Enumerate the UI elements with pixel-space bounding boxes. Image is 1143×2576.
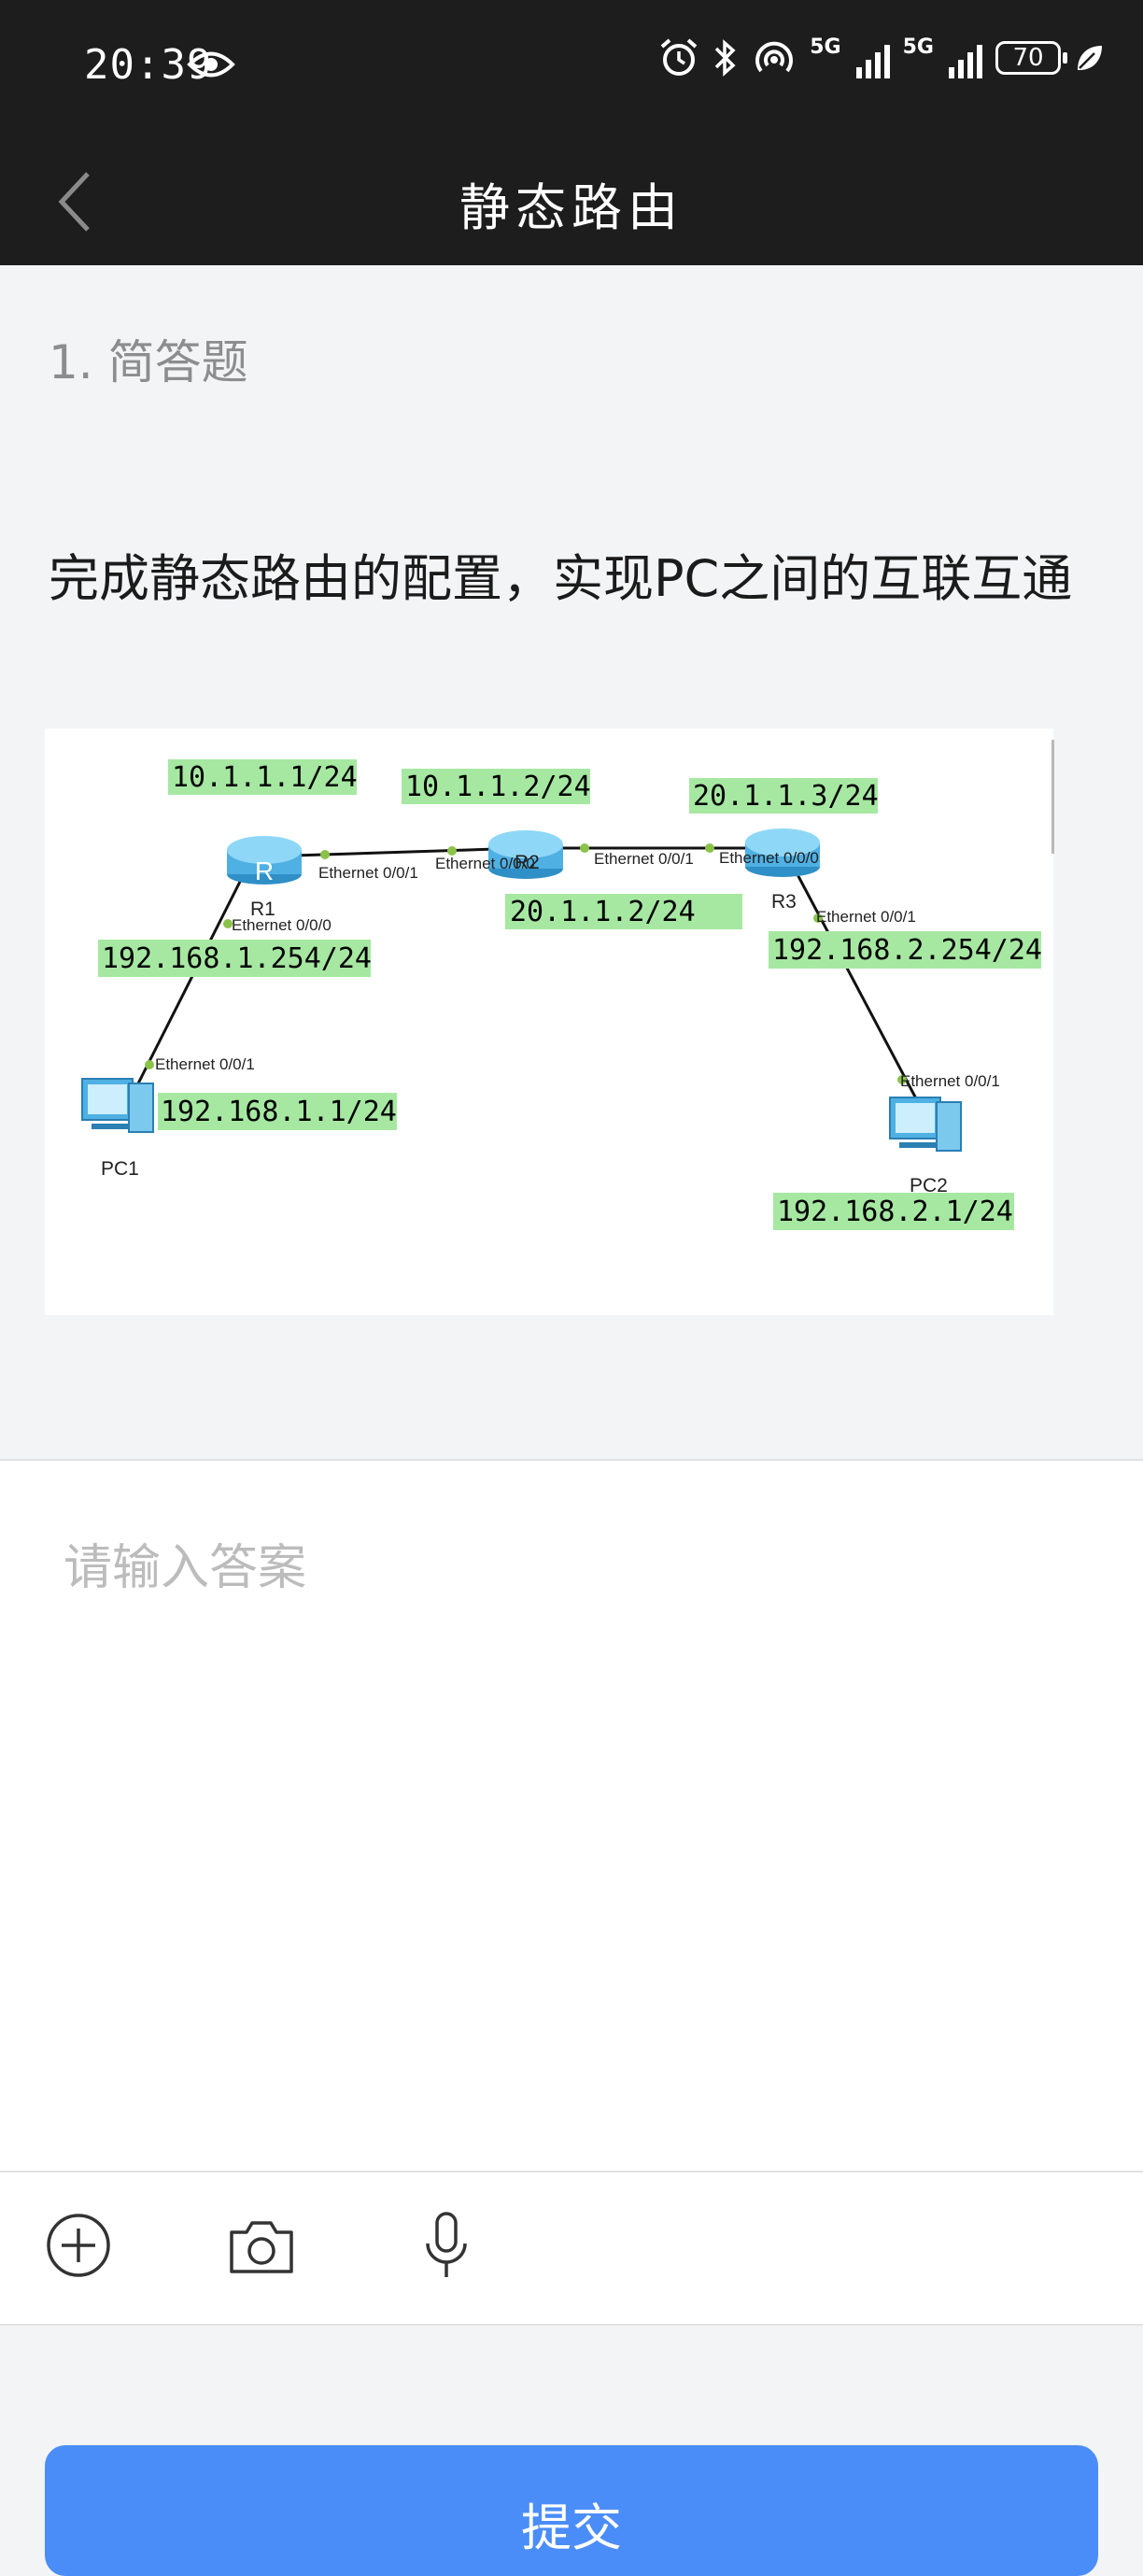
camera-icon: [230, 2221, 293, 2273]
port-dot: [223, 919, 233, 928]
router-glyph: R: [255, 856, 274, 885]
pc-stand: [92, 1124, 129, 1129]
eye-icon: [187, 51, 235, 78]
voice-input-button[interactable]: [407, 2206, 486, 2285]
link-r3-pc2: [790, 863, 920, 1103]
plus-circle-icon: [47, 2214, 110, 2277]
if-r1-e001: Ethernet 0/0/1: [318, 864, 418, 882]
router-r1: R: [227, 836, 302, 885]
interface-dots: [145, 843, 907, 1084]
ip-r2-e000: 10.1.1.2/24: [405, 771, 591, 803]
answer-toolbar: [0, 2171, 1143, 2326]
signal-1-icon: [855, 37, 890, 78]
ip-label-bg: [168, 759, 357, 795]
ip-r1-e000: 192.168.1.254/24: [102, 942, 372, 975]
ip-r1-e001: 10.1.1.1/24: [172, 761, 358, 794]
device-r1: R1: [250, 899, 275, 920]
microphone-icon: [426, 2212, 467, 2277]
pc2-icon: [889, 1097, 962, 1152]
figure-scrollbar[interactable]: [1051, 740, 1054, 854]
ip-label-bg: [98, 940, 371, 977]
ip-pc2: 192.168.2.1/24: [777, 1196, 1013, 1228]
alarm-icon: [660, 38, 698, 76]
router-top: [488, 830, 563, 858]
back-button[interactable]: [47, 164, 103, 239]
pc-screen: [88, 1084, 127, 1114]
port-dot: [145, 1060, 154, 1069]
port-dot: [447, 846, 457, 856]
if-r2-e000: Ethernet 0/0/0: [435, 855, 535, 872]
ip-label-bg: [505, 894, 742, 929]
ip-r2-e001: 20.1.1.2/24: [510, 896, 696, 928]
device-r3: R3: [771, 891, 797, 913]
question-text: 完成静态路由的配置，实现PC之间的互联互通: [49, 549, 1073, 608]
if-r1-e000: Ethernet 0/0/0: [232, 916, 332, 934]
pc-tower: [128, 1083, 154, 1133]
port-dot: [813, 913, 823, 923]
link-r1-r2: [263, 846, 527, 858]
status-icons: 5G 5G 70: [658, 35, 1106, 78]
nav-bar: 静态路由: [0, 136, 1143, 265]
topology-svg: 10.1.1.1/24 10.1.1.2/24 20.1.1.3/24 20.1…: [81, 759, 1042, 1230]
device-pc2: PC2: [910, 1175, 948, 1196]
add-attachment-button[interactable]: [39, 2206, 118, 2285]
ip-r3-e001: 192.168.2.254/24: [772, 934, 1042, 967]
port-dot: [320, 850, 330, 859]
ip-r3-e000: 20.1.1.3/24: [693, 780, 879, 813]
answer-input[interactable]: [62, 1526, 1083, 2090]
router-r3: [745, 828, 820, 877]
ip-label-bg: [402, 769, 590, 804]
network-type-1: 5G: [810, 35, 841, 59]
if-r3-e000: Ethernet 0/0/0: [719, 849, 819, 867]
question-number: 1. 简答题: [49, 335, 248, 389]
ip-label-bg: [773, 1193, 1014, 1230]
leaf-icon: [1078, 46, 1102, 70]
pc-screen: [896, 1103, 935, 1133]
pc-tower: [936, 1101, 962, 1152]
pc-stand: [899, 1142, 937, 1148]
ip-label-bg: [689, 778, 878, 814]
device-r2: R2: [515, 852, 540, 873]
page-title: 静态路由: [459, 178, 684, 237]
link-r1-pc1: [136, 879, 243, 1084]
battery-icon: 70: [995, 41, 1067, 75]
network-type-2: 5G: [902, 35, 934, 59]
if-pc1-e001: Ethernet 0/0/1: [155, 1055, 255, 1073]
ip-pc1: 192.168.1.1/24: [161, 1096, 397, 1128]
router-top: [745, 828, 820, 856]
port-dot: [580, 843, 589, 853]
topology-diagram[interactable]: 10.1.1.1/24 10.1.1.2/24 20.1.1.3/24 20.1…: [45, 729, 1053, 1315]
hotspot-icon: [755, 41, 794, 73]
status-bar: 20:39 5G 5G 70: [0, 0, 1143, 136]
answer-area: [0, 1459, 1143, 2173]
port-dot: [705, 843, 714, 853]
ip-label-bg: [158, 1093, 397, 1130]
submit-button[interactable]: 提交: [45, 2445, 1098, 2576]
pc1-icon: [81, 1078, 154, 1133]
router-top: [227, 836, 302, 864]
ip-label-bg: [769, 931, 1041, 969]
camera-button[interactable]: [222, 2206, 301, 2285]
if-r2-e001: Ethernet 0/0/1: [594, 850, 694, 868]
if-pc2-e001: Ethernet 0/0/1: [900, 1072, 1000, 1090]
signal-2-icon: [949, 37, 982, 78]
port-dot: [897, 1075, 907, 1084]
if-r3-e001: Ethernet 0/0/1: [816, 908, 916, 926]
router-r2: [488, 830, 563, 879]
bluetooth-icon: [715, 39, 736, 77]
battery-level: 70: [1012, 44, 1044, 72]
links: [136, 846, 920, 1103]
ip-labels: 10.1.1.1/24 10.1.1.2/24 20.1.1.3/24 20.1…: [98, 759, 1042, 1230]
device-pc1: PC1: [101, 1158, 139, 1180]
chevron-left-icon: [58, 172, 90, 232]
